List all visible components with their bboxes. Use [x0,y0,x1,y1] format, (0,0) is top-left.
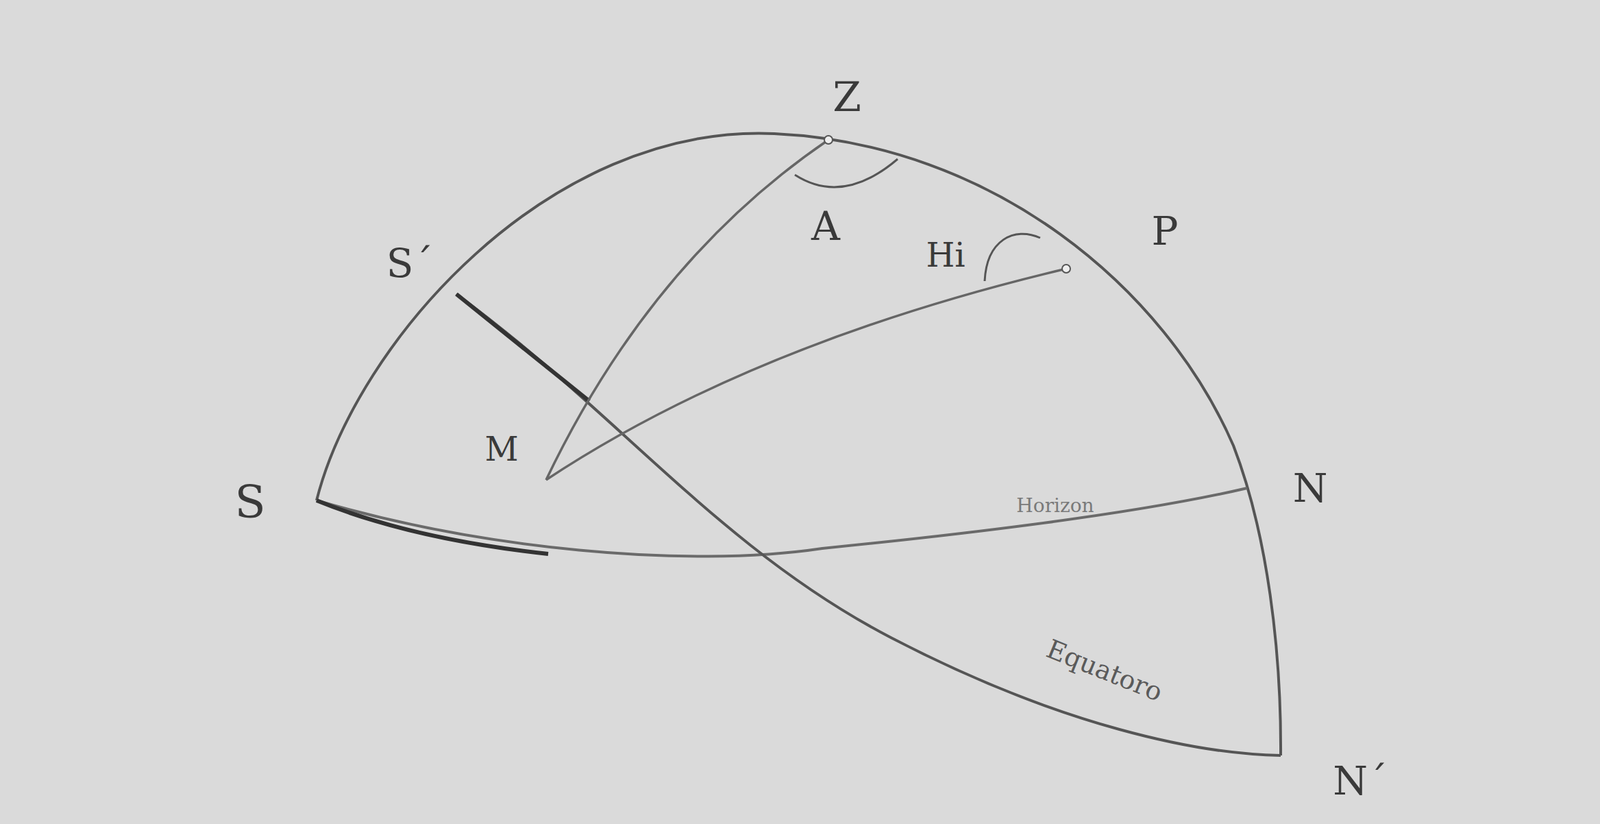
south-label: S [234,479,266,525]
pole-line [546,268,1067,480]
equator-line [456,293,1281,756]
north-label: N [1293,468,1328,508]
point-label: N´ [1332,760,1388,801]
azimuth-arc [794,158,898,188]
equator-dark [456,293,590,401]
hour-angle-label: Hi [925,238,965,272]
zenith-point [824,135,833,144]
star-label: M [484,432,519,466]
azimuth-label: A [811,206,841,246]
horizon-line [316,487,1248,557]
meridian-arc [316,132,1281,756]
point-label: S´ [386,243,434,283]
horizon-label: Horizon [1016,496,1094,516]
pole-label: P [1151,211,1178,251]
hour-angle-arc [984,233,1041,281]
horizon-dark [316,500,549,554]
pole-point [1062,264,1071,273]
zenith-label: Z [832,76,862,118]
zenith-line [546,139,829,480]
